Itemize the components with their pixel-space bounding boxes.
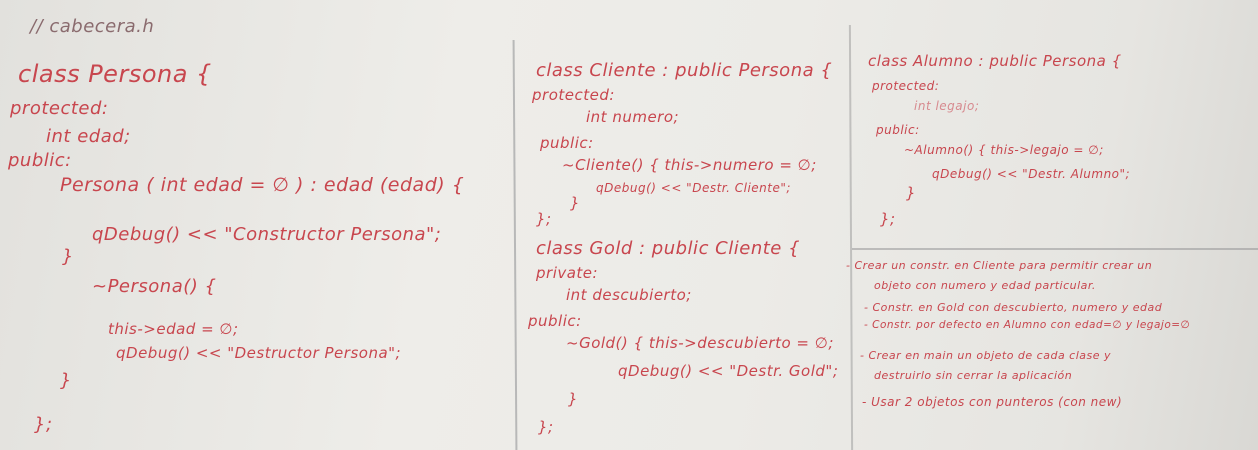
mid-line-11: int descubierto;	[566, 286, 692, 304]
mid-line-15: }	[568, 390, 579, 408]
mid-line-1: class Cliente : public Persona {	[536, 60, 833, 81]
mid-line-9: class Gold : public Cliente {	[536, 238, 801, 259]
mid-line-3: int numero;	[586, 108, 680, 126]
task-1-cont: objeto con numero y edad particular.	[874, 279, 1096, 292]
left-line-5: Persona ( int edad = ∅ ) : edad (edad) {	[60, 174, 465, 196]
left-line-4: public:	[8, 150, 72, 171]
mid-line-16: };	[538, 418, 554, 436]
right-line-6: qDebug() << "Destr. Alumno";	[932, 167, 1131, 181]
task-section-divider	[852, 248, 1258, 250]
left-line-3: int edad;	[46, 126, 131, 147]
mid-line-8: };	[536, 210, 552, 228]
task-3: - Constr. por defecto en Alumno con edad…	[864, 319, 1191, 331]
mid-line-5: ~Cliente() { this->numero = ∅;	[562, 156, 817, 174]
right-line-8: };	[880, 210, 896, 228]
right-line-1: class Alumno : public Persona {	[868, 52, 1122, 70]
left-line-7: }	[62, 246, 74, 267]
right-line-5: ~Alumno() { this->legajo = ∅;	[904, 143, 1104, 157]
task-4: - Crear en main un objeto de cada clase …	[860, 349, 1112, 362]
mid-line-7: }	[570, 194, 581, 212]
left-line-8: ~Persona() {	[92, 276, 217, 297]
left-line-2: protected:	[10, 98, 109, 119]
task-1: - Crear un constr. en Cliente para permi…	[846, 259, 1153, 272]
column-divider-right	[848, 24, 854, 450]
right-line-4: public:	[876, 123, 920, 137]
mid-line-2: protected:	[532, 86, 615, 104]
left-line-10: qDebug() << "Destructor Persona";	[116, 344, 402, 362]
left-line-12: };	[34, 414, 53, 435]
mid-line-13: ~Gold() { this->descubierto = ∅;	[566, 334, 834, 352]
left-line-9: this->edad = ∅;	[108, 320, 239, 338]
right-line-3: int legajo;	[914, 99, 980, 113]
left-line-6: qDebug() << "Constructor Persona";	[92, 224, 442, 245]
right-line-7: }	[906, 184, 917, 202]
task-5: - Usar 2 objetos con punteros (con new)	[862, 395, 1123, 409]
mid-line-14: qDebug() << "Destr. Gold";	[618, 362, 839, 380]
left-line-1: class Persona {	[18, 60, 212, 88]
right-line-2: protected:	[872, 79, 940, 93]
header-comment: // cabecera.h	[30, 16, 155, 37]
mid-line-6: qDebug() << "Destr. Cliente";	[596, 181, 791, 195]
mid-line-12: public:	[528, 312, 582, 330]
column-divider-left	[512, 39, 518, 450]
mid-line-4: public:	[540, 134, 594, 152]
task-4-cont: destruirlo sin cerrar la aplicación	[874, 369, 1073, 382]
task-2: - Constr. en Gold con descubierto, numer…	[864, 301, 1163, 314]
mid-line-10: private:	[536, 264, 599, 282]
left-line-11: }	[60, 370, 72, 391]
